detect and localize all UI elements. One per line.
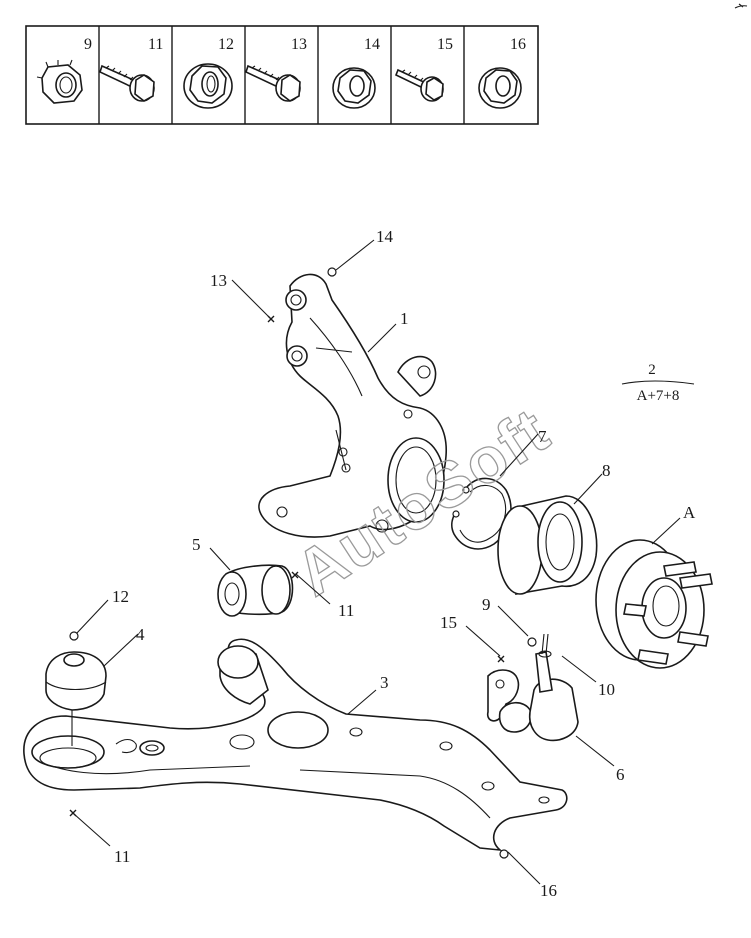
callout-10: 10 [598, 680, 615, 699]
lower-control-arm [23, 638, 568, 852]
flange-nut-icon [332, 67, 376, 109]
legend-number: 16 [510, 36, 526, 53]
callout-11: 11 [114, 847, 130, 866]
wheel-stud [623, 561, 713, 665]
callout-13: 13 [210, 271, 227, 290]
callout-7: 7 [538, 427, 547, 446]
fastener-legend-table: 9 11 12 13 14 15 16 [25, 25, 539, 125]
callout-14: 14 [376, 227, 394, 246]
callout-15: 15 [440, 613, 457, 632]
callout-A: A [683, 503, 696, 522]
legend-number: 15 [437, 36, 453, 53]
flange-bolt-icon [245, 64, 301, 102]
corner-mark [734, 3, 748, 9]
callout-11: 11 [338, 601, 354, 620]
flange-nut-large-icon [183, 63, 233, 109]
reference-markers [69, 267, 537, 859]
callout-12: 12 [112, 587, 129, 606]
steering-knuckle [258, 273, 447, 538]
callout-16: 16 [540, 881, 557, 900]
legend-number: 9 [84, 36, 92, 53]
legend-number: 14 [364, 36, 380, 53]
callout-9: 9 [482, 595, 491, 614]
callout-5: 5 [192, 535, 201, 554]
callout-8: 8 [602, 461, 611, 480]
legend-number: 13 [291, 36, 307, 53]
callout-3: 3 [380, 673, 389, 692]
flange-bolt-icon [99, 64, 155, 102]
callout-labels: 1 3 4 5 6 7 8 9 10 11 11 12 13 14 15 16 … [112, 227, 696, 900]
castle-nut-icon [36, 59, 83, 104]
kit-number: 2 [648, 362, 656, 378]
kit-label: 2 A+7+8 [621, 362, 695, 404]
callout-6: 6 [616, 765, 625, 784]
control-arm-bushing [217, 564, 294, 617]
leader-lines [73, 239, 681, 885]
kit-composition: A+7+8 [637, 388, 680, 404]
flange-bolt-icon [394, 68, 444, 102]
legend-number: 12 [218, 36, 234, 53]
callout-4: 4 [136, 625, 145, 644]
rear-bushing [45, 651, 107, 746]
callout-1: 1 [400, 309, 409, 328]
legend-number: 11 [148, 36, 163, 53]
ball-joint [486, 633, 579, 742]
wheel-bearing [497, 495, 598, 595]
flange-nut-icon [478, 67, 522, 109]
wheel-hub [595, 539, 713, 669]
